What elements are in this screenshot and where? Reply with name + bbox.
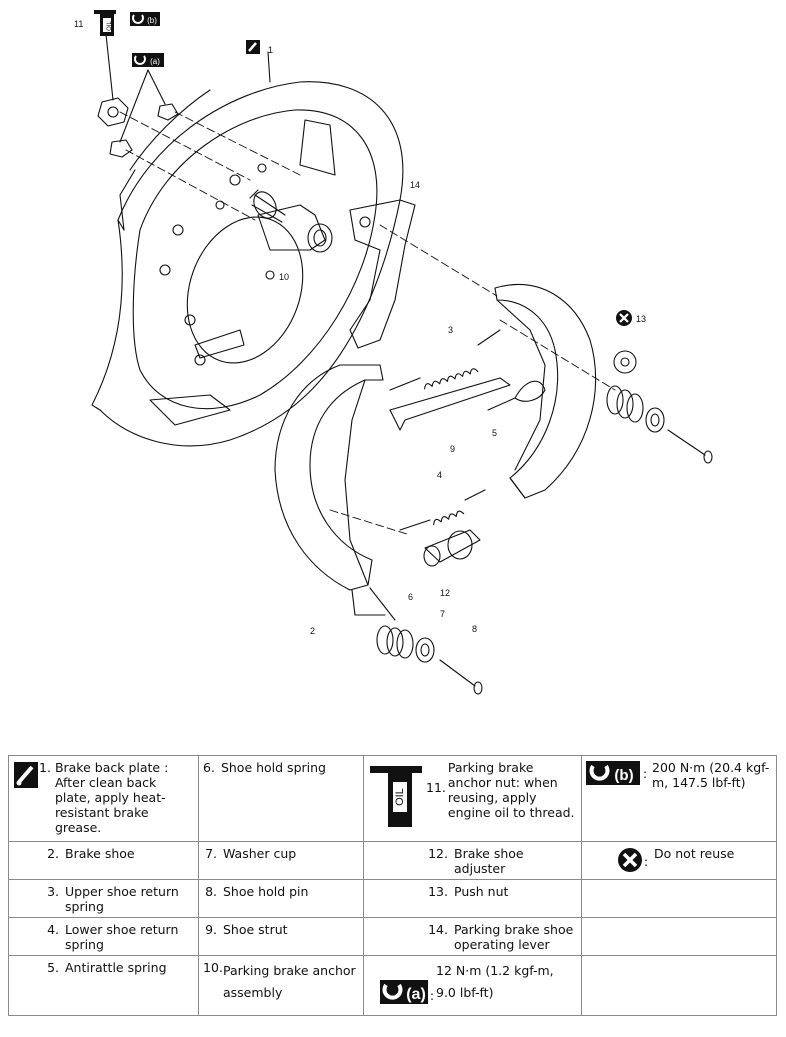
push-nut [613,350,637,374]
leader-a2 [119,69,149,143]
lower-shoe-return-spring [399,489,486,531]
torque-b-icon: (b) [130,12,160,26]
shoe-strut [389,377,511,431]
legend-cell-4: 4.Lower shoe return spring [8,917,199,956]
svg-text:(a): (a) [406,986,426,1003]
leader-1 [267,51,271,83]
legend-cell-5: 5.Antirattle spring [8,955,199,1016]
legend-cell-9: 9.Shoe strut [198,917,364,956]
leader-a1 [147,69,166,105]
legend-cell-13: 13.Push nut [363,879,582,918]
grease-icon [246,40,260,54]
brake-shoe-right [494,284,597,499]
callout-14: 14 [410,180,420,190]
svg-text:(a): (a) [150,57,160,66]
parking-brake-anchor-assembly [249,189,333,253]
svg-text::: : [643,767,646,781]
do-not-reuse-icon: : [618,848,648,872]
leader-11 [104,24,114,101]
assembly-guide-lines [119,111,616,536]
legend-cell-torque-b: (b): 200 N·m (20.4 kgf-m, 147.5 lbf-ft) [581,755,777,842]
grease-icon [14,762,38,788]
callout-2: 2 [310,626,315,636]
callout-4: 4 [437,470,442,480]
callout-6: 6 [408,592,413,602]
callout-13: 13 [636,314,646,324]
torque-b-icon: (b): [586,761,646,785]
legend-cell-7: 7.Washer cup [198,841,364,880]
svg-text:OIL: OIL [107,21,113,31]
legend-cell-empty-5 [581,955,777,1016]
callout-12: 12 [440,588,450,598]
legend-cell-1: 1. Brake back plate : After clean back p… [8,755,199,842]
legend-text-1: Brake back plate : After clean back plat… [54,760,169,835]
svg-text::: : [644,855,648,869]
oil-can-icon: OIL [370,766,422,827]
legend-cell-6: 6. Shoe hold spring [198,755,364,842]
legend-cell-8: 8.Shoe hold pin [198,879,364,918]
upper-shoe-return-spring [389,329,501,391]
brake-shoe-left [274,364,384,591]
callout-1: 1 [268,45,273,55]
shoe-hold-spring-upper [606,385,713,464]
legend-cell-empty-3 [581,879,777,918]
callout-7: 7 [440,609,445,619]
torque-a-icon: (a): [380,980,434,1004]
legend-cell-10: 10.Parking brake anchor assembly [198,955,364,1016]
parts-legend-table: 1. Brake back plate : After clean back p… [8,755,777,1016]
shoe-hold-spring-lower [376,625,483,695]
torque-a-icon: (a) [132,53,164,67]
brake-back-plate [91,81,404,447]
leader-2 [351,589,386,616]
anchor-nut [97,97,179,158]
do-not-reuse-icon [616,310,632,326]
legend-cell-14: 14.Parking brake shoe operating lever [363,917,582,956]
callout-11: 11 [74,19,83,29]
exploded-brake-diagram: OIL (b) (a) 11 1 14 10 3 13 9 5 4 12 6 7… [74,10,713,695]
callout-5: 5 [492,428,497,438]
legend-cell-11: OIL 11. Parking brake anchor nut: when r… [363,755,582,842]
antirattle-spring [487,380,546,411]
legend-cell-12: 12.Brake shoe adjuster [363,841,582,880]
legend-cell-3: 3.Upper shoe return spring [8,879,199,918]
legend-cell-torque-a: (a): 12 N·m (1.2 kgf-m, 9.0 lbf-ft) [363,955,582,1016]
svg-text::: : [430,989,434,1003]
callout-3: 3 [448,325,453,335]
parking-brake-lever [349,199,416,349]
oil-can-icon: OIL [94,10,116,36]
svg-text:(b): (b) [147,16,157,25]
legend-cell-2: 2.Brake shoe [8,841,199,880]
callout-10: 10 [279,272,289,282]
svg-text:(b): (b) [614,767,633,784]
legend-cell-do-not-reuse: : Do not reuse [581,841,777,880]
svg-text:OIL: OIL [394,788,406,806]
callout-8: 8 [472,624,477,634]
callout-9: 9 [450,444,455,454]
brake-shoe-adjuster [423,529,481,567]
legend-cell-empty-4 [581,917,777,956]
